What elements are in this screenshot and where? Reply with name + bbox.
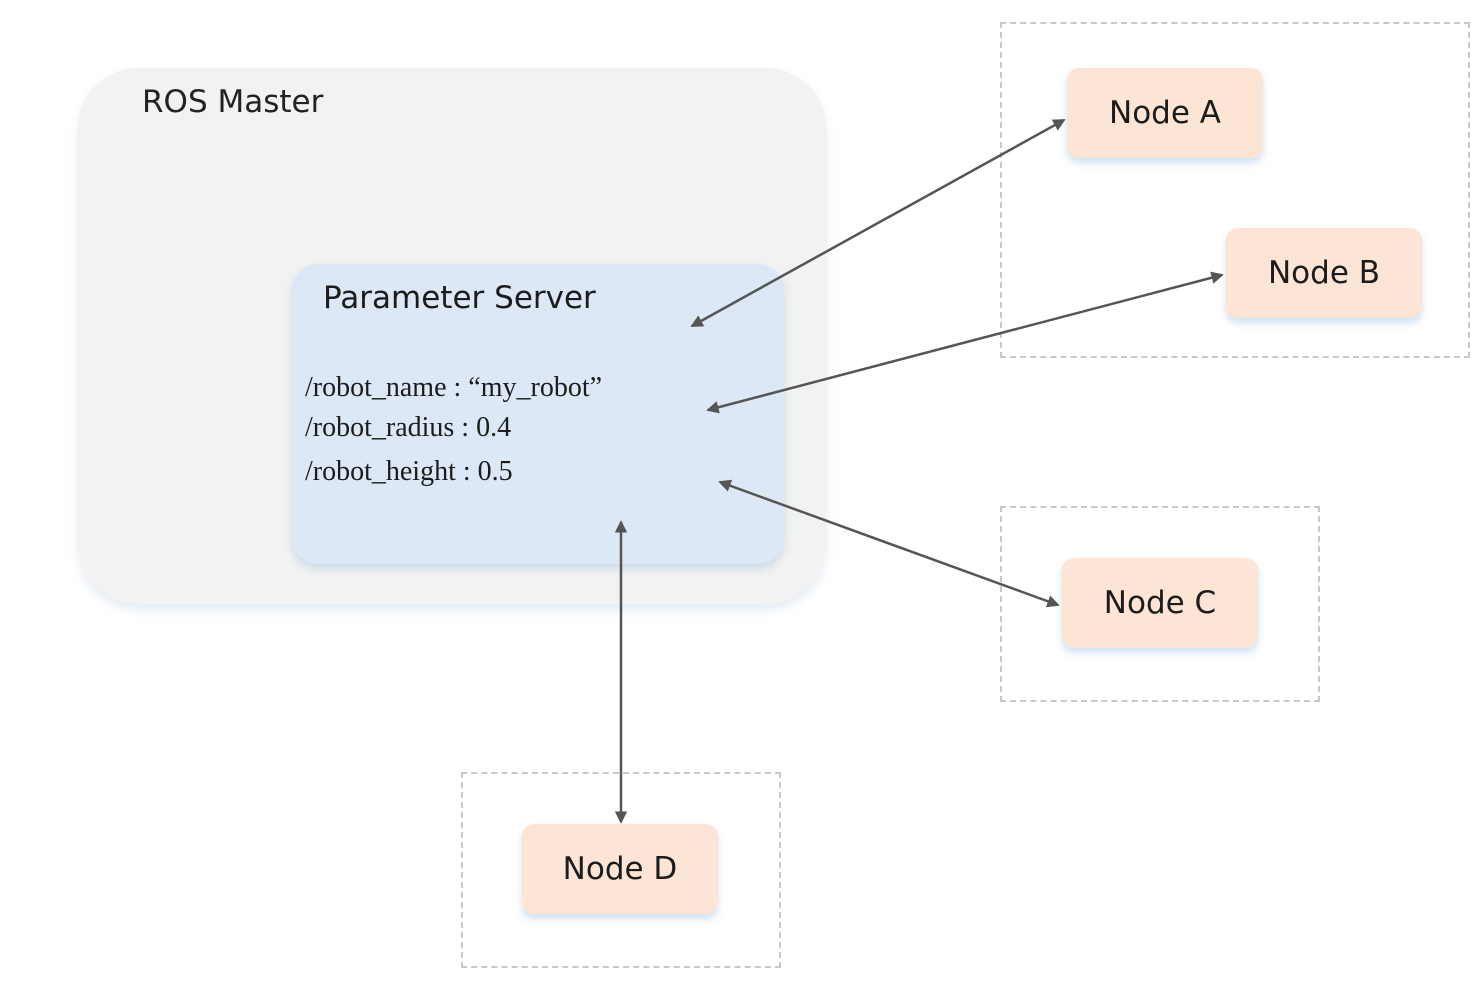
- param-robot-radius: /robot_radius : 0.4: [305, 412, 512, 443]
- arrow-param-node-b: [706, 271, 1224, 414]
- node-b: Node B: [1226, 228, 1422, 318]
- param-robot-height: /robot_height : 0.5: [305, 456, 513, 487]
- param-robot-name: /robot_name : “my_robot”: [305, 372, 603, 403]
- ros-master-title: ROS Master: [142, 84, 324, 120]
- arrow-param-node-c: [718, 479, 1060, 608]
- node-c: Node C: [1062, 558, 1258, 648]
- node-d: Node D: [522, 824, 718, 914]
- arrow-param-node-a: [690, 118, 1066, 328]
- parameter-server-title: Parameter Server: [323, 280, 596, 316]
- node-a: Node A: [1067, 68, 1263, 158]
